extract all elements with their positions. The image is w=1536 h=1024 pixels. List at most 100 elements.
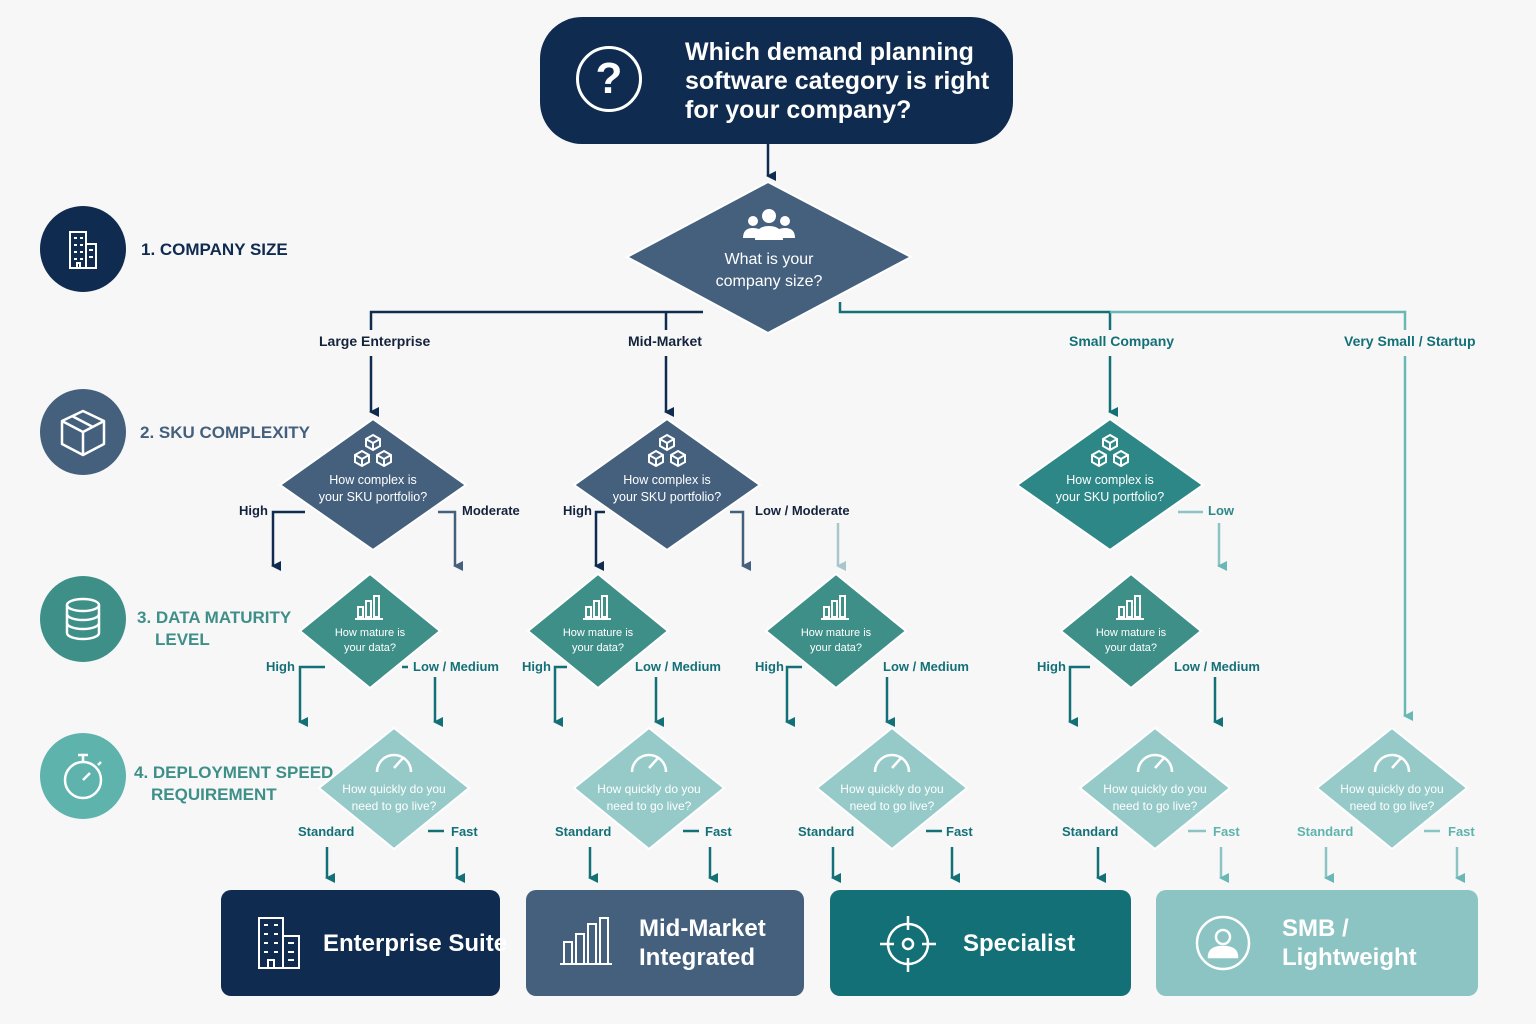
- stage-4-badge: [40, 733, 126, 819]
- connector-s1-fast: [428, 829, 457, 878]
- result-label: Specialist: [963, 930, 1076, 957]
- branch-very-small-startup: Very Small / Startup: [1344, 333, 1476, 349]
- sku-question-large: How complex is your SKU portfolio?: [303, 472, 443, 506]
- data-label-high: High: [522, 659, 551, 674]
- connector-root-large: [369, 310, 703, 330]
- speed-label-standard: Standard: [1297, 824, 1354, 839]
- connector-le-high: [271, 510, 305, 571]
- connector-root-startup: [1110, 310, 1407, 330]
- stage-4-label: 4. DEPLOYMENT SPEED REQUIREMENT: [134, 762, 333, 806]
- connector-s4-fast: [1188, 829, 1221, 878]
- root-question-line: company size?: [715, 273, 823, 290]
- title-line: software category is right: [685, 67, 990, 95]
- stage-1-label: 1. COMPANY SIZE: [141, 240, 288, 259]
- data-label-high: High: [1037, 659, 1066, 674]
- data-label-high: High: [755, 659, 784, 674]
- speed-label-standard: Standard: [798, 824, 855, 839]
- speed-question-4: How quickly do you need to go live?: [1090, 781, 1220, 815]
- result-label: Enterprise Suite: [323, 930, 508, 957]
- sku-question-line: your SKU portfolio?: [612, 490, 722, 504]
- result-label-line: Lightweight: [1282, 944, 1417, 971]
- data-question-line: How mature is: [1095, 627, 1167, 639]
- building-icon: [69, 231, 97, 269]
- data-question-line: your data?: [1105, 642, 1157, 654]
- result-label: SMB / Lightweight: [1282, 914, 1417, 972]
- sku-question-line: your SKU portfolio?: [318, 490, 428, 504]
- speed-question-line: How quickly do you: [1103, 782, 1207, 796]
- sku-question-line: How complex is: [329, 473, 417, 487]
- gauge-icon: [375, 753, 413, 773]
- branch-mid-market: Mid-Market: [628, 333, 702, 349]
- data-question-line: How mature is: [562, 627, 634, 639]
- sku-diamond-large: [278, 417, 468, 552]
- connector-le-moderate: [438, 510, 463, 571]
- stage-2-label: 2. SKU COMPLEXITY: [140, 423, 311, 442]
- sku-question-mid: How complex is your SKU portfolio?: [597, 472, 737, 506]
- speed-question-line: need to go live?: [351, 799, 437, 813]
- data-question-line: your data?: [810, 642, 862, 654]
- speed-label-fast: Fast: [451, 824, 478, 839]
- data-diamond-1: [298, 572, 442, 690]
- gauge-icon: [630, 753, 668, 773]
- stage-3-badge: [40, 576, 126, 662]
- database-icon: [65, 597, 101, 641]
- speed-label-fast: Fast: [705, 824, 732, 839]
- connector-mm-lowmod: [730, 510, 751, 571]
- result-label-line: SMB /: [1282, 915, 1349, 942]
- sku-label-high: High: [239, 503, 268, 518]
- speed-diamond-3: [815, 726, 969, 851]
- data-question-4: How mature is your data?: [1081, 626, 1181, 656]
- result-label-line: Integrated: [639, 944, 756, 971]
- box-icon: [60, 409, 106, 457]
- bar-chart-icon: [1116, 595, 1144, 620]
- speed-label-standard: Standard: [298, 824, 355, 839]
- speed-diamond-5: [1315, 726, 1469, 851]
- data-question-1: How mature is your data?: [320, 626, 420, 656]
- data-question-line: How mature is: [800, 627, 872, 639]
- speed-label-standard: Standard: [555, 824, 612, 839]
- speed-question-line: need to go live?: [849, 799, 935, 813]
- speed-question-line: How quickly do you: [840, 782, 944, 796]
- data-diamond-2: [526, 572, 670, 690]
- speed-question-line: How quickly do you: [597, 782, 701, 796]
- connector-root-small: [838, 302, 1112, 330]
- data-diamond-4: [1059, 572, 1203, 690]
- data-question-line: your data?: [572, 642, 624, 654]
- result-enterprise-suite: Enterprise Suite: [221, 890, 507, 996]
- decision-diamonds: [278, 180, 1469, 851]
- people-icon: [743, 209, 795, 240]
- connector-s5-fast: [1424, 829, 1457, 878]
- gauge-icon: [1373, 753, 1411, 773]
- data-label-low-medium: Low / Medium: [883, 659, 969, 674]
- data-label-high: High: [266, 659, 295, 674]
- building-icon: [258, 917, 300, 969]
- title-line: for your company?: [685, 96, 912, 124]
- question-mark-icon: ?: [576, 46, 642, 112]
- connector-d1-low: [402, 665, 435, 722]
- user-icon: [1195, 915, 1251, 971]
- bar-chart-icon: [355, 595, 383, 620]
- speed-label-fast: Fast: [1213, 824, 1240, 839]
- data-question-line: How mature is: [334, 627, 406, 639]
- data-label-low-medium: Low / Medium: [413, 659, 499, 674]
- cubes-icon: [354, 433, 392, 468]
- cubes-icon: [1091, 433, 1129, 468]
- cubes-icon: [648, 433, 686, 468]
- speed-question-line: How quickly do you: [342, 782, 446, 796]
- sku-question-line: your SKU portfolio?: [1055, 490, 1165, 504]
- stage-3-label-line: LEVEL: [155, 630, 210, 649]
- target-icon: [880, 916, 936, 972]
- speed-question-line: How quickly do you: [1340, 782, 1444, 796]
- connector-s2-fast: [683, 829, 710, 878]
- result-label: Mid-Market Integrated: [639, 914, 766, 972]
- connector-d1-high: [298, 665, 325, 727]
- speed-diamond-4: [1078, 726, 1232, 851]
- speed-label-fast: Fast: [1448, 824, 1475, 839]
- speed-diamond-1: [317, 726, 471, 851]
- stage-4-label-line: REQUIREMENT: [151, 785, 277, 804]
- sku-label-low: Low: [1208, 503, 1234, 518]
- gauge-icon: [873, 753, 911, 773]
- stage-2-badge: [40, 389, 126, 475]
- speed-question-1: How quickly do you need to go live?: [329, 781, 459, 815]
- connector-sc-low: [1178, 510, 1219, 566]
